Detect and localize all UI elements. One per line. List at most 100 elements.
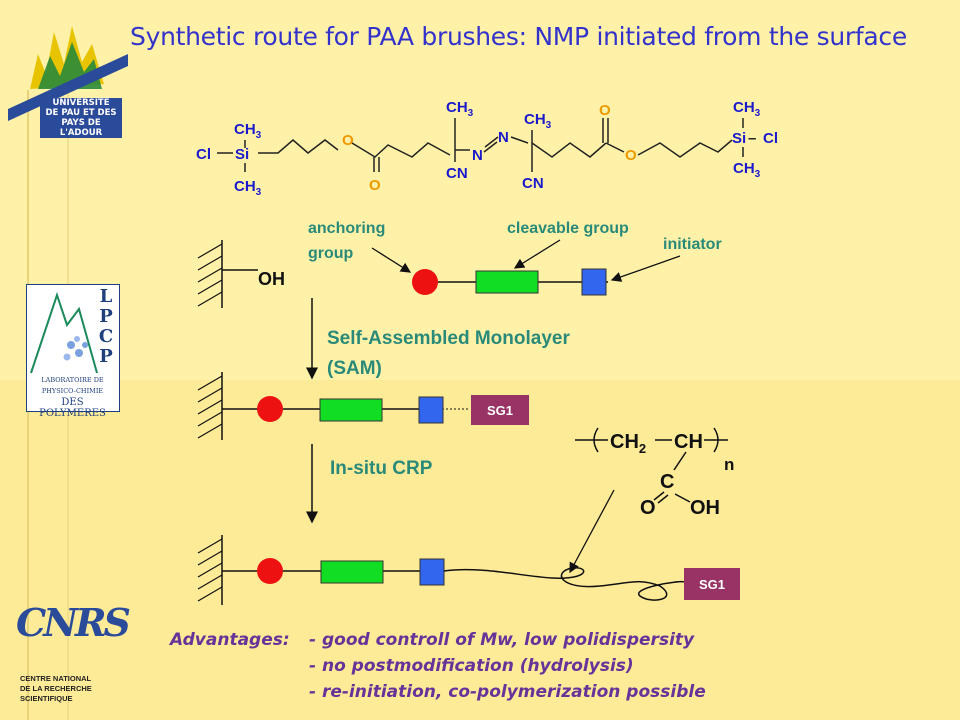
initiator-molecule: Cl Si CH3 CH3 O O CH3 CN N N CH3 CN O bbox=[196, 99, 778, 198]
molecule-group: CH3 bbox=[733, 99, 761, 119]
initiator-schematic bbox=[412, 268, 608, 296]
anchoring-group-symbol bbox=[412, 269, 438, 295]
anchoring-group-symbol bbox=[257, 396, 283, 422]
initiator-symbol bbox=[581, 268, 607, 296]
molecule-group: CH3 bbox=[234, 121, 262, 141]
university-logo-text: UNIVERSITÉ DE PAU ET DES PAYS DE L'ADOUR bbox=[40, 98, 122, 138]
advantages-heading: Advantages: bbox=[170, 630, 290, 650]
surface-hatching bbox=[197, 538, 223, 602]
molecule-bond bbox=[657, 494, 669, 504]
molecule-atom: O bbox=[599, 102, 611, 119]
molecule-atom: Cl bbox=[196, 146, 211, 163]
initiator-arrow bbox=[610, 255, 681, 282]
sam-step-label: Self-Assembled Monolayer bbox=[327, 328, 570, 349]
sg1-label: SG1 bbox=[699, 577, 725, 592]
molecule-atom: O bbox=[342, 132, 354, 149]
molecule-chain bbox=[351, 142, 451, 158]
molecule-atom: Si bbox=[732, 130, 746, 147]
lpcp-letter: L bbox=[99, 286, 113, 307]
lpcp-caption-line: DES POLYMERES bbox=[39, 397, 106, 419]
molecule-group: CH3 bbox=[446, 99, 474, 119]
repeat-bracket-right bbox=[713, 427, 719, 453]
molecule-bond bbox=[653, 491, 665, 501]
anchoring-label: anchoring bbox=[308, 220, 385, 237]
lpcp-logo: L P C P LABORATOIRE DE PHYSICO-CHIMIE DE… bbox=[26, 284, 120, 419]
lpcp-letter: P bbox=[99, 346, 113, 367]
molecule-bond bbox=[673, 451, 687, 471]
cleavable-group-symbol bbox=[475, 270, 539, 294]
lpcp-letter: P bbox=[99, 306, 113, 327]
surface-hatching bbox=[197, 375, 223, 439]
molecule-bond bbox=[510, 136, 529, 144]
lpcp-letters: L P C P bbox=[95, 287, 117, 367]
molecule-atom: N bbox=[472, 147, 483, 164]
initiator-label: initiator bbox=[663, 236, 722, 253]
advantages-item: - no postmodification (hydrolysis) bbox=[309, 656, 634, 676]
cleavable-group-symbol bbox=[320, 560, 384, 584]
polymer-atom: O bbox=[640, 497, 656, 519]
molecule-atom: Cl bbox=[763, 130, 778, 147]
molecule-atom: Si bbox=[235, 146, 249, 163]
cnrs-caption-line: SCIENTIFIQUE bbox=[20, 694, 73, 703]
polymer-group: OH bbox=[690, 497, 720, 519]
molecule-bond bbox=[605, 142, 625, 153]
initiator-symbol bbox=[418, 396, 444, 424]
molecule-group: CN bbox=[522, 175, 544, 192]
cnrs-caption-line: DE LA RECHERCHE bbox=[20, 684, 92, 693]
hydroxyl-label: OH bbox=[258, 269, 285, 289]
slide-title: Synthetic route for PAA brushes: NMP ini… bbox=[130, 22, 907, 51]
university-name-line: DE PAU ET DES bbox=[45, 108, 117, 118]
sam-step-label: (SAM) bbox=[327, 358, 382, 379]
molecule-bond bbox=[674, 493, 691, 503]
molecule-group: CH3 bbox=[733, 160, 761, 180]
molecule-group: CH3 bbox=[234, 178, 262, 198]
polymer-pointer-arrow bbox=[569, 489, 615, 574]
substrate-surface-2: SG1 bbox=[197, 372, 529, 440]
molecule-chain bbox=[258, 139, 339, 154]
cnrs-logo: CNRS CENTRE NATIONAL DE LA RECHERCHE SCI… bbox=[14, 600, 131, 715]
molecule-atom: O bbox=[369, 177, 381, 194]
molecule-group: CH3 bbox=[524, 111, 552, 131]
crp-step-label: In-situ CRP bbox=[330, 458, 433, 479]
polymer-group: CH2 bbox=[610, 431, 646, 456]
polymer-atom: C bbox=[660, 471, 674, 493]
molecule-atom: N bbox=[498, 129, 509, 146]
anchoring-group-symbol bbox=[257, 558, 283, 584]
polymer-repeat-index: n bbox=[724, 455, 734, 474]
university-name-line: UNIVERSITÉ bbox=[52, 98, 110, 108]
lpcp-caption-line: LABORATOIRE DE PHYSICO-CHIMIE bbox=[41, 376, 104, 395]
advantages-item: - re-initiation, co-polymerization possi… bbox=[309, 682, 706, 702]
anchoring-arrow bbox=[371, 247, 412, 273]
substrate-surface-1: OH bbox=[197, 240, 285, 308]
cleavable-label: cleavable group bbox=[507, 220, 629, 237]
university-logo-mountains-icon bbox=[8, 26, 128, 121]
cnrs-caption-line: CENTRE NATIONAL bbox=[20, 674, 92, 683]
molecule-group: CN bbox=[446, 165, 468, 182]
advantages-item: - good controll of Mw, low polidispersit… bbox=[309, 630, 695, 650]
molecule-chain bbox=[637, 139, 733, 158]
cleavable-arrow bbox=[513, 239, 561, 269]
lpcp-letter: C bbox=[98, 326, 114, 347]
surface-hatching bbox=[197, 243, 223, 307]
background-dot-pattern bbox=[0, 380, 960, 720]
molecule-bond: – bbox=[748, 130, 756, 147]
cnrs-caption: CENTRE NATIONAL DE LA RECHERCHE SCIENTIF… bbox=[20, 674, 92, 704]
polymer-brush-chain bbox=[443, 567, 685, 601]
sg1-box bbox=[684, 568, 740, 600]
sg1-label: SG1 bbox=[487, 403, 513, 418]
polymer-group: CH bbox=[674, 431, 703, 453]
molecule-bond bbox=[483, 141, 498, 153]
sg1-box bbox=[471, 395, 529, 425]
substrate-surface-3: SG1 bbox=[197, 535, 740, 605]
cnrs-logo-mark: CNRS bbox=[16, 600, 131, 645]
molecule-atom: O bbox=[625, 147, 637, 164]
molecule-bond bbox=[484, 136, 499, 148]
university-name-line: PAYS DE L'ADOUR bbox=[59, 118, 103, 138]
molecule-chain bbox=[531, 142, 607, 158]
cleavable-group-symbol bbox=[319, 398, 383, 422]
anchoring-label: group bbox=[308, 245, 354, 262]
paa-repeat-unit: CH2 CH n C O OH bbox=[569, 427, 734, 574]
university-logo: UNIVERSITÉ DE PAU ET DES PAYS DE L'ADOUR bbox=[8, 14, 128, 138]
